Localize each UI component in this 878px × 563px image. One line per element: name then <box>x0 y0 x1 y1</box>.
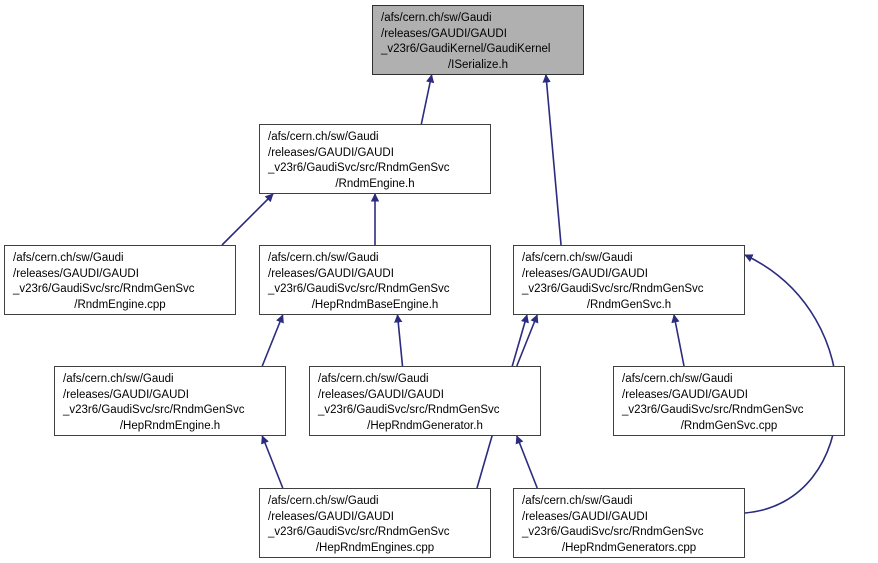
edge-rndmengine_cpp-to-rndmengine_h <box>221 193 274 246</box>
node-rndmengine_cpp-line-1: /releases/GAUDI/GAUDI <box>13 267 139 280</box>
node-heprndmgenerator_h-line-1: /releases/GAUDI/GAUDI <box>318 388 444 401</box>
edge-rndmgensvc_cpp-to-rndmgensvc_h <box>671 314 685 367</box>
node-heprndmengines_cpp-line-1: /releases/GAUDI/GAUDI <box>268 510 394 523</box>
node-heprndmbaseengine_h-line-0: /afs/cern.ch/sw/Gaudi <box>268 252 379 264</box>
node-heprndmbaseengine_h-line-1: /releases/GAUDI/GAUDI <box>268 267 394 280</box>
node-heprndmengines_cpp-line-2: _v23r6/GaudiSvc/src/RndmGenSvc <box>268 526 450 538</box>
node-iserialize-line-0: /afs/cern.ch/sw/Gaudi <box>381 12 492 24</box>
node-heprndmengines_cpp[interactable]: /afs/cern.ch/sw/Gaudi/releases/GAUDI/GAU… <box>259 488 491 558</box>
node-heprndmengine_h-line-2: _v23r6/GaudiSvc/src/RndmGenSvc <box>63 404 245 416</box>
node-rndmgensvc_cpp-line-0: /afs/cern.ch/sw/Gaudi <box>622 373 733 385</box>
node-rndmengine_h-line-3: /RndmEngine.h <box>335 177 415 190</box>
node-heprndmgenerators_cpp-line-1: /releases/GAUDI/GAUDI <box>522 510 648 523</box>
node-heprndmgenerators_cpp-line-2: _v23r6/GaudiSvc/src/RndmGenSvc <box>522 526 704 538</box>
node-rndmgensvc_h-line-2: _v23r6/GaudiSvc/src/RndmGenSvc <box>522 283 704 295</box>
node-rndmengine_cpp-line-3: /RndmEngine.cpp <box>74 298 166 311</box>
edge-heprndmgenerator_h-to-heprndmbaseengine_h <box>394 314 404 367</box>
node-rndmengine_h-line-1: /releases/GAUDI/GAUDI <box>268 146 394 159</box>
node-heprndmgenerators_cpp-line-0: /afs/cern.ch/sw/Gaudi <box>522 495 633 507</box>
node-heprndmengines_cpp-line-3: /HepRndmEngines.cpp <box>315 541 435 554</box>
node-rndmgensvc_cpp[interactable]: /afs/cern.ch/sw/Gaudi/releases/GAUDI/GAU… <box>613 366 845 436</box>
edge-heprndmgenerator_h-to-rndmgensvc_h <box>516 314 539 367</box>
node-rndmgensvc_h-line-0: /afs/cern.ch/sw/Gaudi <box>522 252 633 264</box>
node-heprndmengine_h-line-0: /afs/cern.ch/sw/Gaudi <box>63 373 174 385</box>
edge-rndmengine_h-to-iserialize <box>420 74 435 125</box>
node-heprndmgenerator_h-line-0: /afs/cern.ch/sw/Gaudi <box>318 373 429 385</box>
node-iserialize-line-1: /releases/GAUDI/GAUDI <box>381 27 507 40</box>
node-heprndmbaseengine_h[interactable]: /afs/cern.ch/sw/Gaudi/releases/GAUDI/GAU… <box>259 245 491 315</box>
node-rndmengine_cpp[interactable]: /afs/cern.ch/sw/Gaudi/releases/GAUDI/GAU… <box>4 245 236 315</box>
node-rndmengine_cpp-line-2: _v23r6/GaudiSvc/src/RndmGenSvc <box>13 283 195 295</box>
node-rndmgensvc_cpp-line-1: /releases/GAUDI/GAUDI <box>622 388 748 401</box>
node-heprndmgenerators_cpp-line-3: /HepRndmGenerators.cpp <box>561 541 697 554</box>
edge-heprndmgenerators_cpp-to-heprndmgenerator_h <box>515 435 538 489</box>
node-heprndmgenerator_h[interactable]: /afs/cern.ch/sw/Gaudi/releases/GAUDI/GAU… <box>309 366 541 436</box>
node-heprndmengine_h-line-1: /releases/GAUDI/GAUDI <box>63 388 189 401</box>
node-heprndmbaseengine_h-line-2: _v23r6/GaudiSvc/src/RndmGenSvc <box>268 283 450 295</box>
node-heprndmengines_cpp-line-0: /afs/cern.ch/sw/Gaudi <box>268 495 379 507</box>
node-heprndmengine_h[interactable]: /afs/cern.ch/sw/Gaudi/releases/GAUDI/GAU… <box>54 366 286 436</box>
node-heprndmgenerator_h-line-2: _v23r6/GaudiSvc/src/RndmGenSvc <box>318 404 500 416</box>
node-heprndmgenerators_cpp[interactable]: /afs/cern.ch/sw/Gaudi/releases/GAUDI/GAU… <box>513 488 745 558</box>
node-rndmgensvc_h-line-3: /RndmGenSvc.h <box>586 298 672 311</box>
node-rndmgensvc_h-line-1: /releases/GAUDI/GAUDI <box>522 267 648 280</box>
node-iserialize-line-2: _v23r6/GaudiKernel/GaudiKernel <box>381 43 551 55</box>
node-iserialize-line-3: /ISerialize.h <box>447 58 509 71</box>
node-iserialize[interactable]: /afs/cern.ch/sw/Gaudi/releases/GAUDI/GAU… <box>372 5 584 75</box>
node-rndmengine_h-line-0: /afs/cern.ch/sw/Gaudi <box>268 131 379 143</box>
node-rndmgensvc_cpp-line-2: _v23r6/GaudiSvc/src/RndmGenSvc <box>622 404 804 416</box>
node-rndmgensvc_cpp-line-3: /RndmGenSvc.cpp <box>680 419 778 432</box>
node-rndmgensvc_h[interactable]: /afs/cern.ch/sw/Gaudi/releases/GAUDI/GAU… <box>513 245 745 315</box>
edge-rndmgensvc_h-to-iserialize <box>542 74 562 246</box>
node-rndmengine_h[interactable]: /afs/cern.ch/sw/Gaudi/releases/GAUDI/GAU… <box>259 124 491 194</box>
edge-heprndmengine_h-to-heprndmbaseengine_h <box>261 314 284 367</box>
node-rndmengine_cpp-line-0: /afs/cern.ch/sw/Gaudi <box>13 252 124 264</box>
node-heprndmengine_h-line-3: /HepRndmEngine.h <box>119 419 221 432</box>
node-rndmengine_h-line-2: _v23r6/GaudiSvc/src/RndmGenSvc <box>268 162 450 174</box>
node-heprndmbaseengine_h-line-3: /HepRndmBaseEngine.h <box>311 298 439 311</box>
edge-heprndmengines_cpp-to-heprndmengine_h <box>261 435 284 489</box>
node-heprndmgenerator_h-line-3: /HepRndmGenerator.h <box>367 419 483 432</box>
